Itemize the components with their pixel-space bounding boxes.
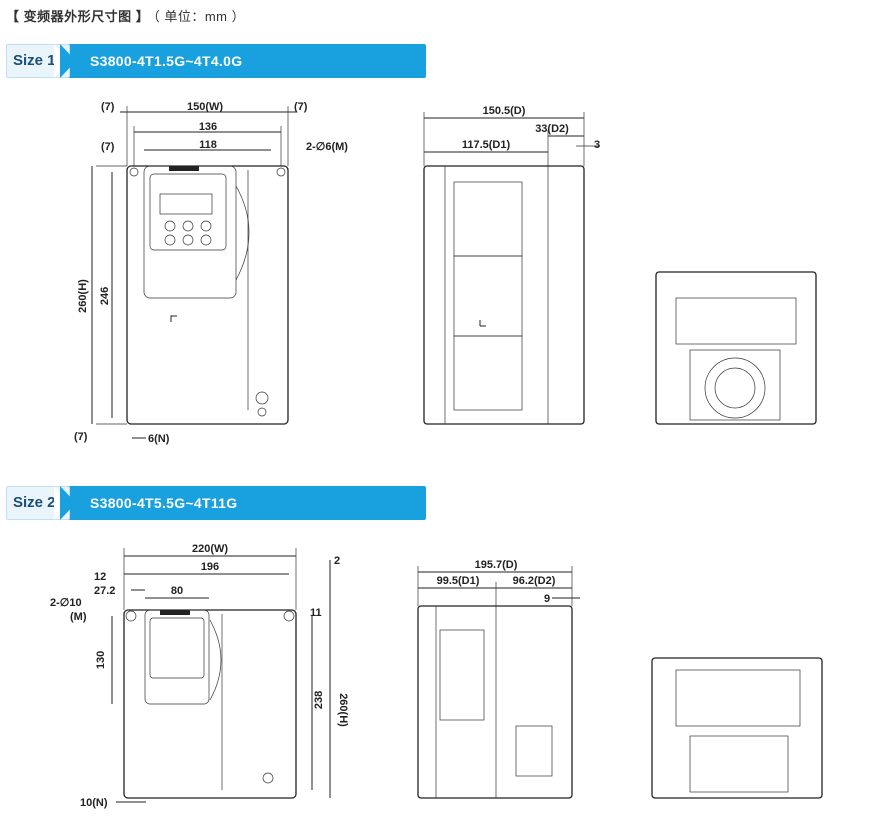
size1-key	[164, 220, 176, 232]
size2-model: S3800-4T5.5G~4T11G	[90, 495, 238, 511]
s1-d1: 117.5(D1)	[462, 139, 511, 151]
size2-header: Size 2 S3800-4T5.5G~4T11G	[6, 486, 426, 520]
s2-d1: 99.5(D1)	[437, 575, 480, 587]
size2-side-body	[417, 605, 573, 799]
size2-top-strip	[160, 610, 190, 615]
s2-h-130: 130	[95, 651, 107, 669]
size1-key	[182, 234, 194, 246]
s2-hole-m: (M)	[70, 611, 87, 623]
size1-display	[159, 193, 213, 215]
size1-curve	[235, 185, 250, 281]
size1-front-view: 150(W) 136 118 (7) (7) (7) 2-∅6(M) (7) 6…	[74, 101, 348, 445]
size1-keypad	[149, 173, 227, 251]
size1-key	[200, 220, 212, 232]
s2-nine: 9	[544, 593, 550, 605]
s1-d2: 33(D2)	[535, 123, 569, 135]
size1-bottom-body	[655, 271, 817, 425]
s2-height: 260(H)	[337, 693, 349, 727]
s1-margin-bottom: (7)	[74, 431, 88, 443]
s2-w-12: 12	[94, 571, 106, 583]
size2-bottom-body	[651, 657, 823, 799]
size2-keypad	[149, 617, 205, 679]
size2-vent	[515, 725, 553, 777]
size1-ground-icon	[255, 391, 269, 405]
size2-vent-area	[689, 735, 789, 793]
s2-w-196: 196	[201, 561, 219, 573]
size2-curve	[209, 619, 222, 701]
size1-key	[182, 220, 194, 232]
s2-w-80: 80	[171, 585, 183, 597]
size2-arrow	[60, 486, 76, 520]
size2-front-view: 220(W) 196 12 27.2 80 2-∅10 (M) 130 260(…	[50, 543, 349, 809]
s2-two: 2	[334, 555, 340, 567]
size2-bottom-view	[651, 657, 823, 799]
size2-bar	[66, 486, 426, 520]
size1-vent	[453, 335, 523, 411]
size1-model: S3800-4T1.5G~4T4.0G	[90, 53, 243, 69]
s2-n: 10(N)	[80, 797, 108, 809]
size2-side-view: 195.7(D) 99.5(D1) 96.2(D2) 9	[417, 559, 580, 799]
size2-vent	[439, 629, 485, 721]
s1-d: 150.5(D)	[483, 105, 526, 117]
s1-margin-left2: (7)	[101, 141, 115, 153]
page-title-unit: （ 单位：mm ）	[153, 9, 246, 24]
size1-side-view: 150.5(D) 33(D2) 117.5(D1) 3	[423, 105, 600, 425]
size1-fan-icon	[704, 357, 766, 419]
s1-h-246: 246	[99, 287, 111, 305]
size1-top-strip	[169, 166, 199, 171]
s2-eleven: 11	[310, 607, 322, 619]
size2-hole	[283, 610, 295, 622]
s1-w-total: 150(W)	[187, 101, 223, 113]
s1-w-118: 118	[199, 139, 217, 151]
s1-hole: 2-∅6(M)	[306, 141, 348, 153]
size1-mark	[170, 315, 177, 322]
size1-fan-area	[689, 349, 781, 421]
s1-three: 3	[594, 139, 600, 151]
size1-screw	[257, 407, 267, 417]
size2-ground-icon	[262, 772, 274, 784]
s2-d2: 96.2(D2)	[513, 575, 556, 587]
size1-front-body	[126, 165, 289, 425]
page-title-text: 【 变频器外形尺寸图 】	[6, 9, 150, 24]
s1-margin-left: (7)	[101, 101, 115, 113]
size2-front-body	[123, 609, 297, 799]
s1-margin-right: (7)	[294, 101, 308, 113]
s1-height: 260(H)	[77, 279, 89, 313]
s2-w-27: 27.2	[94, 585, 115, 597]
size1-arrow	[60, 44, 76, 78]
size1-key	[200, 234, 212, 246]
size1-key	[164, 234, 176, 246]
s2-hole: 2-∅10	[50, 597, 82, 609]
s1-w-136: 136	[199, 121, 217, 133]
size1-mark	[479, 320, 486, 327]
size1-header: Size 1 S3800-4T1.5G~4T4.0G	[6, 44, 426, 78]
size1-bar	[66, 44, 426, 78]
s2-d: 195.7(D)	[475, 559, 518, 571]
s1-n: 6(N)	[148, 433, 170, 445]
s2-w-total: 220(W)	[192, 543, 228, 555]
size1-terminals	[675, 297, 797, 345]
size1-hole	[276, 167, 286, 177]
size1-fan-ring	[714, 367, 756, 409]
page-title: 【 变频器外形尺寸图 】（ 单位：mm ）	[6, 6, 245, 25]
size1-side-body	[423, 165, 585, 425]
size1-bottom-view	[655, 271, 817, 425]
size2-hole	[125, 610, 137, 622]
size2-terminals	[675, 669, 801, 727]
size1-hole	[129, 167, 139, 177]
s2-h-238: 238	[313, 691, 325, 709]
